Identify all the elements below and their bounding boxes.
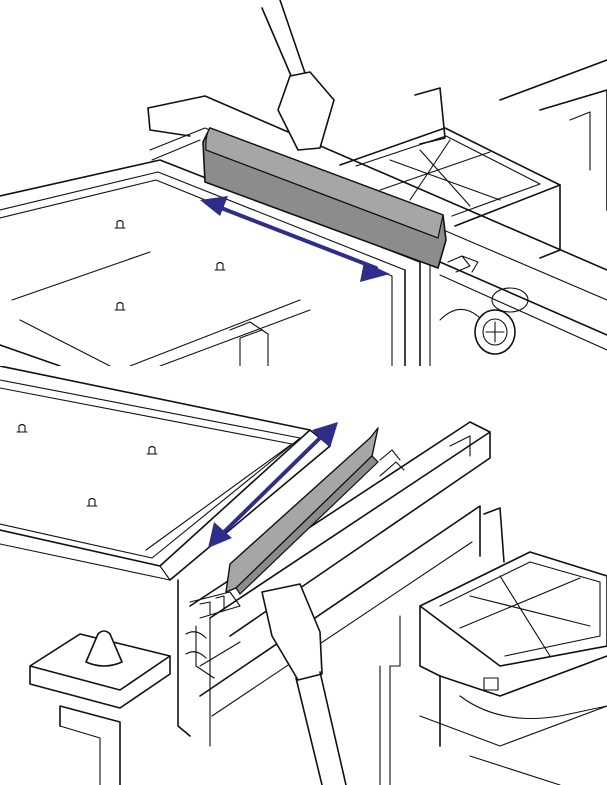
motion-arrow-bottom (208, 422, 338, 548)
wiper-blade-top (202, 127, 479, 273)
cleaning-swab-bottom (261, 583, 347, 785)
bed-pins-bottom (16, 423, 158, 507)
top-illustration (0, 0, 607, 366)
bed-pins-top (114, 219, 226, 311)
wiper-blade-bottom (189, 427, 401, 619)
motion-arrow-top (200, 196, 390, 282)
cap-station-top (339, 59, 607, 259)
bottom-illustration-panel (0, 366, 607, 785)
cap-station-bottom (379, 507, 607, 785)
left-bracket-bottom (29, 630, 171, 785)
motor-screw-top (439, 287, 529, 355)
wiper-rail-top (147, 95, 607, 366)
bottom-illustration (0, 366, 607, 785)
top-illustration-panel (0, 0, 607, 366)
cleaning-swab-top (261, 0, 335, 151)
